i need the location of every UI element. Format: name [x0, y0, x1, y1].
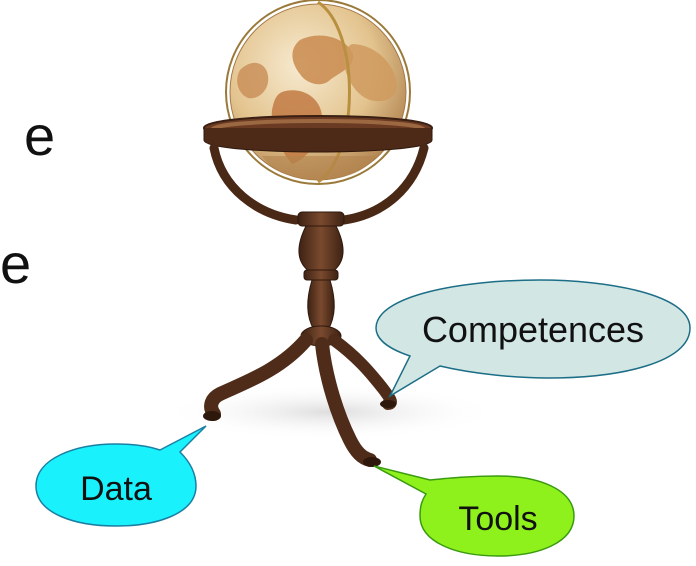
support-arc-left	[209, 143, 301, 225]
competences-label: Competences	[422, 309, 644, 350]
stand-column	[297, 211, 345, 347]
support-arc-right	[339, 143, 429, 225]
partial-slide-text-2: e	[0, 232, 32, 295]
tools-label: Tools	[458, 500, 537, 538]
data-bubble	[35, 425, 207, 527]
tools-bubble	[373, 465, 575, 557]
globe-continent-europe	[292, 35, 354, 85]
horizon-ring	[202, 115, 434, 153]
floor-shadow	[160, 384, 500, 440]
competences-bubble	[375, 279, 691, 398]
tools-callout: Tools	[373, 465, 575, 557]
competences-callout: Competences	[375, 279, 691, 398]
data-callout: Data	[35, 425, 207, 527]
data-label: Data	[80, 470, 152, 508]
partial-slide-text-1: e	[24, 104, 56, 167]
globe-continent-west	[237, 62, 269, 99]
globe-continent-asia	[344, 44, 397, 102]
